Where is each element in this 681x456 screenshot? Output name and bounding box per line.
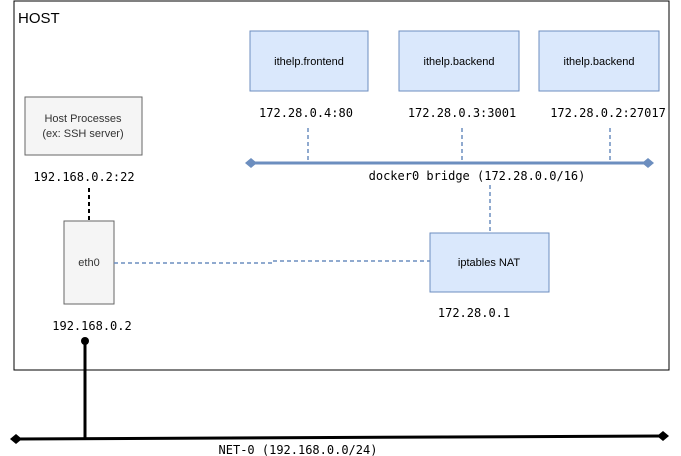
network-label: NET-0 (192.168.0.0/24)	[219, 443, 378, 456]
bridge-endpoint-right	[642, 158, 654, 168]
container-address: 172.28.0.2:27017	[550, 106, 666, 120]
container-label: ithelp.frontend	[274, 56, 344, 68]
container-address: 172.28.0.3:3001	[408, 106, 516, 120]
host-processes[interactable]: Host Processes (ex: SSH server)	[24, 96, 143, 156]
network-endpoint-right	[657, 431, 669, 441]
eth0[interactable]: eth0	[63, 220, 115, 305]
eth0-address: 192.168.0.2	[52, 319, 131, 333]
bridge-endpoint-left	[245, 158, 257, 168]
nat-box	[429, 232, 550, 293]
container-box	[398, 30, 520, 92]
container-label: ithelp.backend	[424, 56, 495, 68]
host-processes-box	[24, 96, 143, 156]
host-processes-line1: Host Processes	[44, 113, 122, 125]
network-line	[15, 434, 664, 441]
container-box	[538, 30, 660, 92]
eth0-box	[63, 220, 115, 305]
host-label: HOST	[18, 10, 60, 27]
eth0-label: eth0	[78, 257, 99, 269]
host-processes-line2: (ex: SSH server)	[42, 128, 123, 140]
eth0-nat-link	[114, 260, 430, 264]
container-box	[249, 30, 369, 92]
container-label: ithelp.backend	[564, 56, 635, 68]
container-backend-2[interactable]: ithelp.backend	[538, 30, 660, 92]
container-backend-1[interactable]: ithelp.backend	[398, 30, 520, 92]
container-address: 172.28.0.4:80	[259, 106, 353, 120]
nat-address: 172.28.0.1	[438, 306, 510, 320]
bridge-label: docker0 bridge (172.28.0.0/16)	[369, 169, 586, 183]
iptables-nat[interactable]: iptables NAT	[429, 232, 550, 293]
network-endpoint-left	[10, 434, 22, 444]
container-frontend[interactable]: ithelp.frontend	[249, 30, 369, 92]
nat-label: iptables NAT	[458, 257, 520, 269]
host-processes-address: 192.168.0.2:22	[33, 170, 134, 184]
